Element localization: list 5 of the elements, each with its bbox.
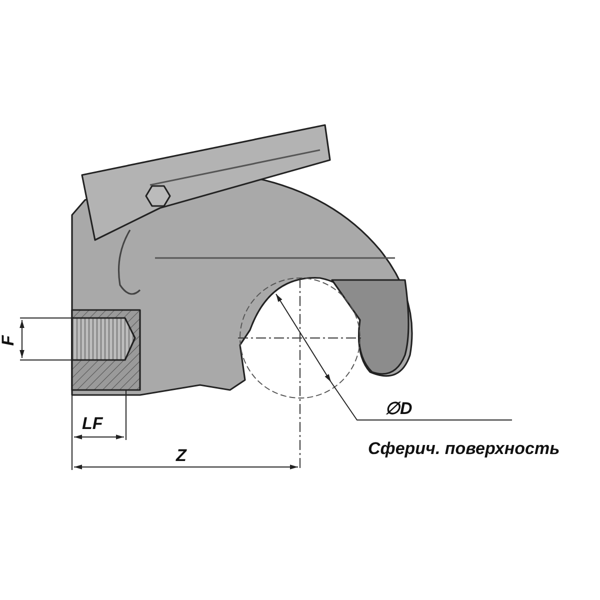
dimension-label: F (0, 335, 17, 346)
dimension-label: Z (176, 447, 186, 464)
dimension-label: ∅D (385, 400, 412, 417)
dimension-label: LF (82, 415, 103, 432)
note-text: Сферич. поверхность (368, 440, 560, 457)
